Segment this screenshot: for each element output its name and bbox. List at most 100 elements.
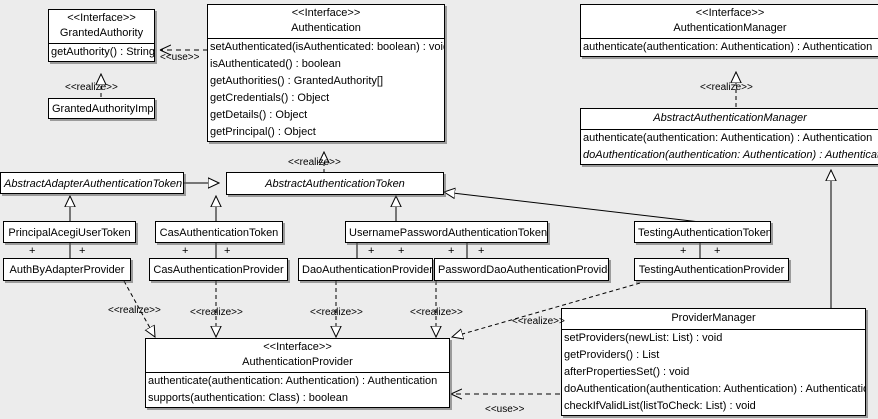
operation-row: checkIfValidList(listToCheck: List) : vo…	[564, 400, 756, 412]
association-marker-plus: +	[680, 245, 687, 257]
class-name: TestingAuthenticationToken	[638, 227, 771, 239]
class-name: AbstractAuthenticationManager	[653, 112, 807, 124]
class-cas-authentication-token[interactable]: CasAuthenticationToken	[155, 221, 283, 243]
class-name: GrantedAuthority	[59, 27, 144, 39]
operation-row: setProviders(newList: List) : void	[564, 332, 723, 344]
class-name: DaoAuthenticationProvider	[302, 264, 433, 276]
operation-row: supports(authentication: Class) : boolea…	[148, 392, 348, 404]
operations-compartment: authenticate(authentication: Authenticat…	[581, 39, 878, 56]
class-name: AuthenticationProvider	[242, 356, 353, 368]
class-name: GrantedAuthorityImpl	[52, 103, 155, 115]
association-marker-plus: +	[29, 245, 36, 257]
operation-row: getProviders() : List	[564, 349, 660, 361]
class-name: AbstractAdapterAuthenticationToken	[4, 178, 183, 190]
class-testing-authentication-provider[interactable]: TestingAuthenticationProvider	[634, 258, 789, 281]
label-realize-cas-authentication-provider: <<realize>>	[190, 307, 243, 318]
operations-compartment: setAuthenticated(isAuthenticated: boolea…	[208, 39, 444, 141]
label-realize-provider-manager: <<realize>>	[512, 316, 565, 327]
class-authentication-manager[interactable]: <<Interface>> AuthenticationManager auth…	[580, 4, 878, 57]
class-name: CasAuthenticationToken	[159, 227, 279, 239]
class-auth-by-adapter-provider[interactable]: AuthByAdapterProvider	[3, 258, 131, 281]
class-name: AuthenticationManager	[673, 22, 787, 34]
operation-row: getAuthority() : String	[51, 46, 154, 58]
operations-compartment: authenticate(authentication: Authenticat…	[581, 130, 878, 164]
class-password-dao-authentication-provider[interactable]: PasswordDaoAuthenticationProvider	[434, 258, 609, 281]
class-stereotype: <<Interface>>	[263, 341, 332, 353]
class-header: PasswordDaoAuthenticationProvider	[435, 259, 609, 280]
class-authentication[interactable]: <<Interface>> Authentication setAuthenti…	[207, 4, 445, 142]
compartment-divider	[49, 43, 154, 44]
class-header: CasAuthenticationToken	[156, 222, 282, 242]
class-name: ProviderManager	[671, 312, 756, 324]
class-cas-authentication-provider[interactable]: CasAuthenticationProvider	[149, 258, 288, 281]
label-realize-abstract-authentication-manager: <<realize>>	[700, 82, 753, 93]
class-name: Authentication	[291, 22, 361, 34]
association-marker-plus: +	[182, 245, 189, 257]
operations-compartment: authenticate(authentication: Authenticat…	[146, 373, 449, 407]
class-provider-manager[interactable]: ProviderManager setProviders(newList: Li…	[561, 308, 866, 416]
association-marker-plus: +	[79, 245, 86, 257]
class-name: TestingAuthenticationProvider	[638, 264, 785, 276]
operation-row: doAuthentication(authentication: Authent…	[583, 149, 878, 161]
compartment-divider	[146, 372, 449, 373]
association-marker-plus: +	[448, 245, 455, 257]
operation-row: doAuthentication(authentication: Authent…	[564, 383, 865, 395]
label-realize-abstract-authentication-token: <<realize>>	[288, 157, 341, 168]
operation-row: authenticate(authentication: Authenticat…	[583, 41, 873, 53]
label-realize-grantedauthorityimpl: <<realize>>	[65, 82, 118, 93]
class-header: AbstractAuthenticationToken	[227, 173, 443, 194]
operation-row: isAuthenticated() : boolean	[210, 58, 341, 70]
class-header: TestingAuthenticationProvider	[635, 259, 788, 280]
operation-row: getAuthorities() : GrantedAuthority[]	[210, 75, 384, 87]
link-testingauthenticationtoken-extends-abstractauthenticationtoken	[444, 192, 701, 223]
compartment-divider	[581, 38, 878, 39]
class-testing-authentication-token[interactable]: TestingAuthenticationToken	[634, 221, 771, 243]
label-use-provider-manager: <<use>>	[485, 404, 525, 415]
class-header: AbstractAuthenticationManager	[581, 109, 878, 129]
class-name: PrincipalAcegiUserToken	[8, 227, 131, 239]
association-marker-plus: +	[398, 245, 405, 257]
operation-row: authenticate(authentication: Authenticat…	[148, 375, 438, 387]
class-header: PrincipalAcegiUserToken	[4, 222, 135, 242]
operations-compartment: getAuthority() : String	[49, 44, 154, 61]
class-username-password-authentication-token[interactable]: UsernamePasswordAuthenticationToken	[345, 221, 548, 243]
class-header: <<Interface>> Authentication	[208, 5, 444, 38]
operation-row: setAuthenticated(isAuthenticated: boolea…	[210, 41, 444, 53]
compartment-divider	[562, 329, 865, 330]
class-authentication-provider[interactable]: <<Interface>> AuthenticationProvider aut…	[145, 338, 450, 408]
class-stereotype: <<Interface>>	[67, 12, 136, 24]
compartment-divider	[208, 38, 444, 39]
operation-row: afterPropertiesSet() : void	[564, 366, 690, 378]
operation-row: getPrincipal() : Object	[210, 126, 316, 138]
association-marker-plus: +	[368, 245, 375, 257]
class-abstract-authentication-token[interactable]: AbstractAuthenticationToken	[226, 172, 444, 195]
association-marker-plus: +	[478, 245, 485, 257]
class-header: <<Interface>> AuthenticationManager	[581, 5, 878, 38]
class-header: AbstractAdapterAuthenticationToken	[1, 173, 183, 193]
operation-row: getDetails() : Object	[210, 109, 308, 121]
class-header: DaoAuthenticationProvider	[299, 259, 433, 280]
class-name: AuthByAdapterProvider	[9, 264, 125, 276]
class-header: GrantedAuthorityImpl	[49, 99, 155, 118]
class-dao-authentication-provider[interactable]: DaoAuthenticationProvider	[298, 258, 433, 281]
class-stereotype: <<Interface>>	[695, 7, 765, 19]
class-stereotype: <<Interface>>	[291, 7, 361, 19]
class-name: AbstractAuthenticationToken	[265, 178, 405, 190]
class-abstract-adapter-authentication-token[interactable]: AbstractAdapterAuthenticationToken	[0, 172, 184, 194]
class-granted-authority-impl[interactable]: GrantedAuthorityImpl	[48, 98, 155, 119]
label-realize-password-dao-authentication-provider: <<realize>>	[410, 307, 463, 318]
class-name: UsernamePasswordAuthenticationToken	[349, 227, 548, 239]
class-principal-acegi-user-token[interactable]: PrincipalAcegiUserToken	[3, 221, 136, 243]
compartment-divider	[581, 129, 878, 130]
class-header: CasAuthenticationProvider	[150, 259, 287, 280]
label-use-authentication-grantedauthority: <<use>>	[160, 52, 200, 63]
class-abstract-authentication-manager[interactable]: AbstractAuthenticationManager authentica…	[580, 108, 878, 165]
label-realize-dao-authentication-provider: <<realize>>	[310, 307, 363, 318]
operation-row: authenticate(authentication: Authenticat…	[583, 132, 873, 144]
class-header: UsernamePasswordAuthenticationToken	[346, 222, 548, 242]
class-name: PasswordDaoAuthenticationProvider	[438, 264, 609, 276]
association-marker-plus: +	[224, 245, 231, 257]
class-name: CasAuthenticationProvider	[153, 264, 284, 276]
class-granted-authority[interactable]: <<Interface>> GrantedAuthority getAuthor…	[48, 9, 155, 62]
